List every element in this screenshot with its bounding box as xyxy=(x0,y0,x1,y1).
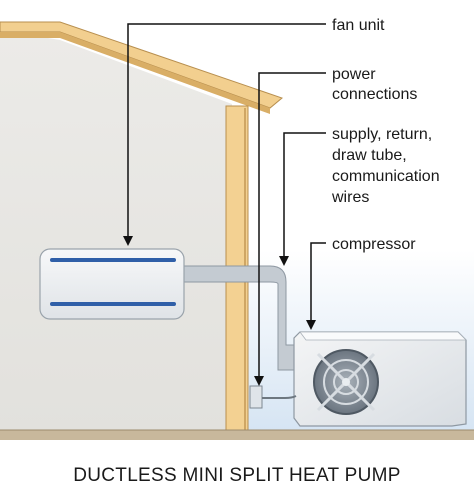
ground xyxy=(0,430,474,440)
fan-unit-bottom-stripe xyxy=(50,302,176,306)
power-cord xyxy=(262,395,297,399)
interior-wall xyxy=(0,30,232,432)
label-power-line1: power xyxy=(332,66,376,83)
power-leader xyxy=(258,72,326,378)
indoor-fan-unit xyxy=(39,248,185,320)
arrowheads xyxy=(123,236,316,386)
outdoor-compressor xyxy=(293,331,467,427)
label-compressor: compressor xyxy=(332,236,416,253)
label-supply-line3: communication xyxy=(332,168,440,185)
diagram-caption: DUCTLESS MINI SPLIT HEAT PUMP xyxy=(73,465,401,486)
power-connection-box xyxy=(249,385,263,409)
fan-unit-arrowhead xyxy=(123,236,133,246)
supply-leader xyxy=(283,132,326,258)
label-supply-line1: supply, return, xyxy=(332,126,432,143)
label-power-line2: connections xyxy=(332,86,417,103)
compressor-leader xyxy=(310,242,326,322)
fan-unit-top-stripe xyxy=(50,258,176,262)
leader-lines xyxy=(127,23,326,378)
label-supply-line2: draw tube, xyxy=(332,147,407,164)
supply-arrowhead xyxy=(279,256,289,266)
label-supply-line4: wires xyxy=(331,189,369,206)
power-arrowhead xyxy=(254,376,264,386)
fan-unit-leader xyxy=(127,23,326,238)
compressor-arrowhead xyxy=(306,320,316,330)
label-fan-unit: fan unit xyxy=(332,17,385,34)
